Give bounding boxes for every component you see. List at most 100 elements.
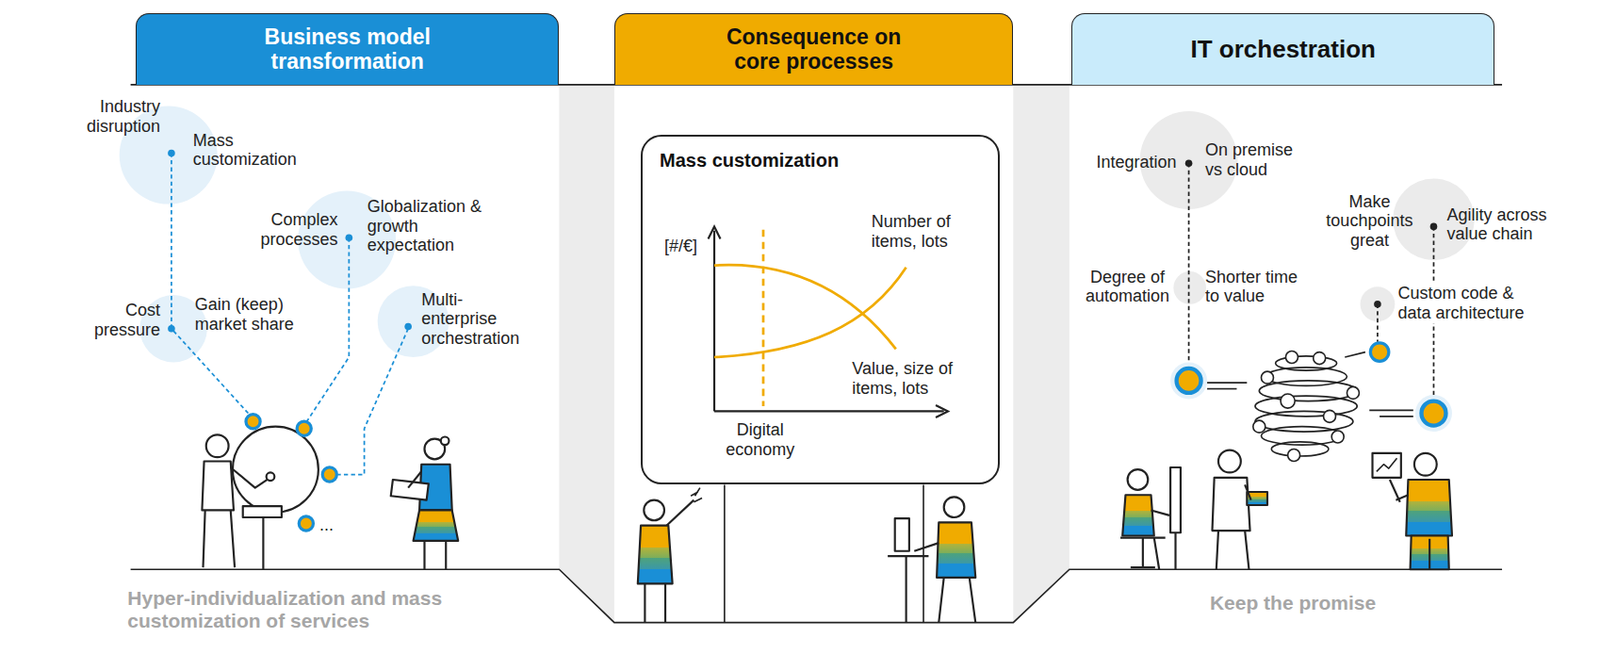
curve-label: Value, size of items, lots (851, 359, 975, 398)
panel-supports (723, 484, 726, 622)
node-title: Business model transformation (225, 24, 471, 75)
person-figure (637, 488, 703, 623)
person-figure (1216, 530, 1250, 570)
person-figure (1120, 538, 1166, 571)
person-figure (1120, 467, 1181, 570)
wheel-knobs (245, 414, 261, 429)
person-figure (261, 517, 264, 570)
person-figure (938, 577, 976, 623)
chart-box: Mass customization (640, 134, 1000, 485)
topic-label: Complex processes (252, 210, 338, 249)
dashed-leaders (306, 237, 349, 423)
topic-label: Agility across value chain (1447, 205, 1566, 245)
curve-label: Number of items, lots (871, 212, 980, 251)
topic-dots (1185, 159, 1193, 167)
person-figure (230, 467, 268, 489)
person-figure (440, 436, 450, 445)
person-figure (413, 509, 459, 540)
panel-supports (922, 484, 925, 622)
person-figure (905, 555, 908, 622)
orchestration-spiral (1255, 410, 1354, 432)
dashed-leaders (1188, 163, 1191, 366)
topic-label: Mass customization (193, 130, 316, 170)
topic-dots (167, 325, 176, 333)
topic-dots (404, 323, 412, 331)
dashed-leaders (1189, 163, 1435, 399)
spiral-nodes (1253, 420, 1266, 433)
digital-economy-marker (762, 229, 766, 407)
person-figure (887, 496, 976, 622)
speed-lines (1207, 388, 1237, 391)
axis-label: [#/€] (664, 236, 717, 257)
chart (713, 230, 716, 412)
person-figure (1151, 509, 1170, 515)
person-figure (944, 496, 965, 518)
topic-label: Multi-enterprise orchestration (421, 290, 530, 349)
marker-label: Digital economy (718, 420, 803, 459)
person-figure (201, 460, 234, 510)
person-figure (1376, 457, 1398, 472)
big-knobs (1420, 401, 1446, 426)
chart-curves (714, 264, 897, 349)
person-figure (408, 471, 422, 488)
spiral-nodes (1346, 386, 1359, 399)
person-figure (1372, 453, 1453, 570)
topic-label: Make touchpoints great (1318, 192, 1421, 251)
person-figure (1428, 538, 1431, 570)
chart-curves (714, 267, 907, 358)
person-figure (1405, 479, 1453, 537)
panel-supports (724, 484, 924, 622)
topic-dots (1373, 300, 1382, 309)
ellipsis: ... (319, 515, 348, 536)
person-figure (1410, 536, 1450, 571)
person-figure (201, 434, 281, 570)
spiral-nodes (1280, 393, 1295, 409)
dashed-leaders (171, 152, 251, 416)
person-figure (644, 583, 666, 622)
spiral-nodes (1253, 351, 1360, 462)
person-figure (887, 555, 929, 557)
speed-lines (1207, 381, 1247, 384)
person-figure (1127, 469, 1149, 490)
person-figure (206, 434, 229, 458)
big-knobs (1415, 394, 1453, 432)
chart (935, 405, 948, 418)
grey-columns (558, 84, 614, 623)
wheel (232, 426, 319, 513)
topic-label: Cost pressure (84, 300, 161, 340)
person-figure (663, 500, 694, 529)
wheel-knobs (296, 421, 311, 436)
chart (714, 409, 945, 412)
person-figure (895, 518, 910, 552)
header-band: Business model transformation (135, 13, 559, 85)
big-knobs (1170, 342, 1453, 432)
topic-label: Globalization & growth expectation (367, 196, 505, 256)
person-figure (243, 506, 282, 518)
person-figure (1218, 450, 1241, 474)
big-knobs (1370, 342, 1388, 361)
speed-lines (1344, 352, 1366, 358)
person-figure (1174, 532, 1176, 570)
wheel-knobs (298, 516, 313, 531)
header-band: Consequence on core processes (614, 13, 1013, 85)
chart-curves (714, 264, 907, 358)
header-band: IT orchestration (1071, 13, 1495, 85)
section-caption: Hyper-individualization and mass customi… (127, 587, 533, 633)
person-figure (266, 472, 276, 481)
person-figure (1211, 450, 1267, 571)
chart (708, 226, 721, 239)
grey-columns (558, 84, 1069, 623)
topic-bubbles (1360, 286, 1396, 322)
topic-label: Custom code & data architecture (1395, 282, 1537, 324)
big-knobs (1176, 368, 1202, 393)
person-figure (690, 488, 703, 503)
person-figure (914, 542, 939, 552)
big-knobs (1170, 361, 1208, 399)
person-figure (1170, 467, 1181, 533)
topic-label: On premise vs cloud (1205, 140, 1300, 180)
person-figure (1244, 484, 1251, 500)
orchestration-spiral (1255, 356, 1357, 457)
person-figure (1372, 453, 1402, 478)
topic-dots (167, 149, 176, 158)
